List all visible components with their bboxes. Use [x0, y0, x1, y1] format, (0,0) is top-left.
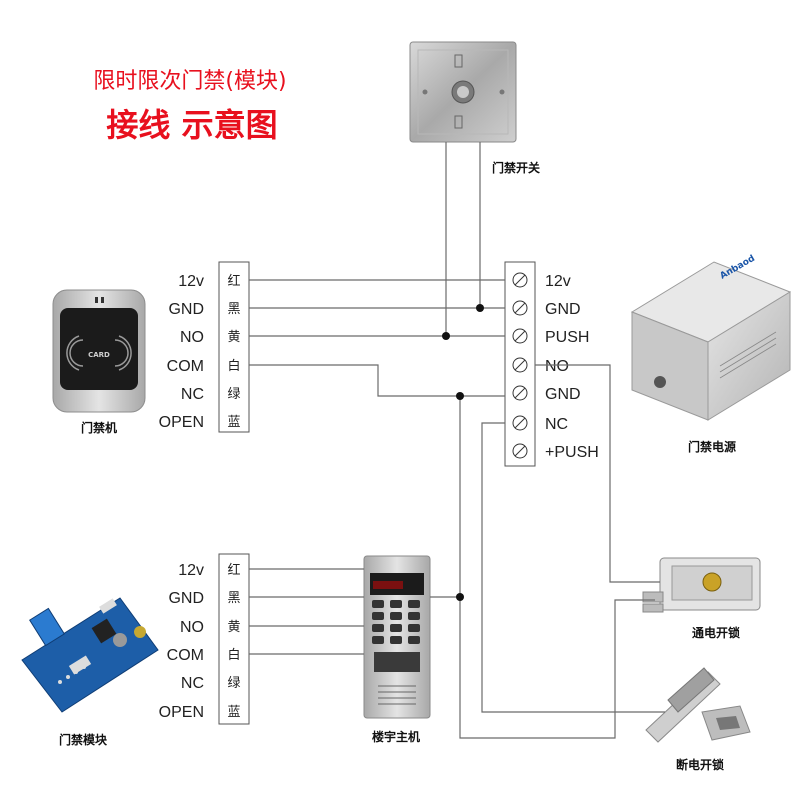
power-terminal: PUSH: [512, 328, 589, 346]
top-wire-color-label: 白: [227, 358, 240, 374]
power-terminal: NO: [512, 357, 569, 375]
bottom-wire-color-label: 白: [227, 647, 240, 663]
junction-dots: [442, 304, 484, 601]
intercom-caption: 楼宇主机: [372, 729, 420, 744]
exit-switch: [409, 41, 517, 143]
access-module-caption: 门禁模块: [59, 732, 108, 747]
wiring: [249, 142, 665, 739]
bottom-signal-label: NO: [180, 619, 204, 636]
terminal-screw-slot: [514, 417, 526, 429]
fail-secure-lock-caption: 通电开锁: [692, 625, 740, 640]
power-terminal-label: PUSH: [545, 329, 589, 346]
access-module-board: [21, 597, 159, 713]
junction-dot: [456, 392, 464, 400]
fail-safe-lock-caption: 断电开锁: [676, 757, 724, 772]
card-reader: [52, 289, 146, 413]
title-line-1: 限时限次门禁(模块): [93, 69, 286, 94]
power-supply-caption: 门禁电源: [688, 439, 736, 454]
top-wire-color-label: 蓝: [227, 415, 240, 430]
top-signal-label: 12v: [178, 273, 204, 290]
terminal-screw-slot: [514, 359, 526, 371]
top-signal-label: NC: [181, 386, 204, 403]
power-terminal: GND: [512, 300, 581, 318]
bottom-signal-label: GND: [168, 590, 204, 607]
top-signal-label: NO: [180, 329, 204, 346]
power-terminal: 12v: [512, 272, 571, 290]
power-terminal-label: GND: [545, 386, 581, 403]
intercom-host: [363, 555, 431, 719]
terminal-screw-slot: [514, 445, 526, 457]
bottom-signal-label: NC: [181, 675, 204, 692]
bottom-wire-color-label: 蓝: [227, 705, 240, 720]
bottom-signal-label: OPEN: [159, 704, 204, 721]
terminal-screw-slot: [514, 330, 526, 342]
bottom-color-block: [218, 553, 250, 725]
card-reader-card-label: CARD: [88, 351, 110, 359]
terminal-screw-slot: [514, 387, 526, 399]
power-terminal: +PUSH: [512, 443, 599, 461]
power-terminal-label: NC: [545, 416, 568, 433]
power-terminal: NC: [512, 415, 568, 433]
top-signal-label: GND: [168, 301, 204, 318]
power-terminal-label: 12v: [545, 273, 571, 290]
top-wire-color-label: 黄: [227, 330, 240, 345]
terminal-screw-slot: [514, 302, 526, 314]
power-terminal-label: GND: [545, 301, 581, 318]
power-terminal-label: NO: [545, 358, 569, 375]
bottom-wire-color-label: 黄: [227, 620, 240, 635]
fail-safe-lock: [645, 667, 751, 743]
terminal-screw-slot: [514, 274, 526, 286]
junction-dot: [476, 304, 484, 312]
card-reader-caption: 门禁机: [81, 420, 117, 435]
fail-secure-lock: [642, 557, 761, 613]
bottom-wire-color-label: 红: [227, 562, 240, 578]
top-signal-label: OPEN: [159, 414, 204, 431]
exit-switch-caption: 门禁开关: [492, 160, 540, 175]
bottom-wire-color-label: 绿: [227, 676, 240, 691]
bottom-wire-color-label: 黑: [227, 591, 240, 606]
top-signal-label: COM: [167, 358, 204, 375]
power-terminal-label: +PUSH: [545, 444, 599, 461]
bottom-signal-label: 12v: [178, 562, 204, 579]
power-supply-box: [630, 261, 792, 421]
top-wire-color-label: 绿: [227, 387, 240, 402]
top-wire-color-label: 黑: [227, 302, 240, 317]
power-terminal: GND: [512, 385, 581, 403]
title-line-2: 接线 示意图: [106, 106, 277, 144]
top-color-block: [218, 261, 250, 433]
top-wire-color-label: 红: [227, 273, 240, 289]
junction-dot: [456, 593, 464, 601]
junction-dot: [442, 332, 450, 340]
bottom-signal-label: COM: [167, 647, 204, 664]
